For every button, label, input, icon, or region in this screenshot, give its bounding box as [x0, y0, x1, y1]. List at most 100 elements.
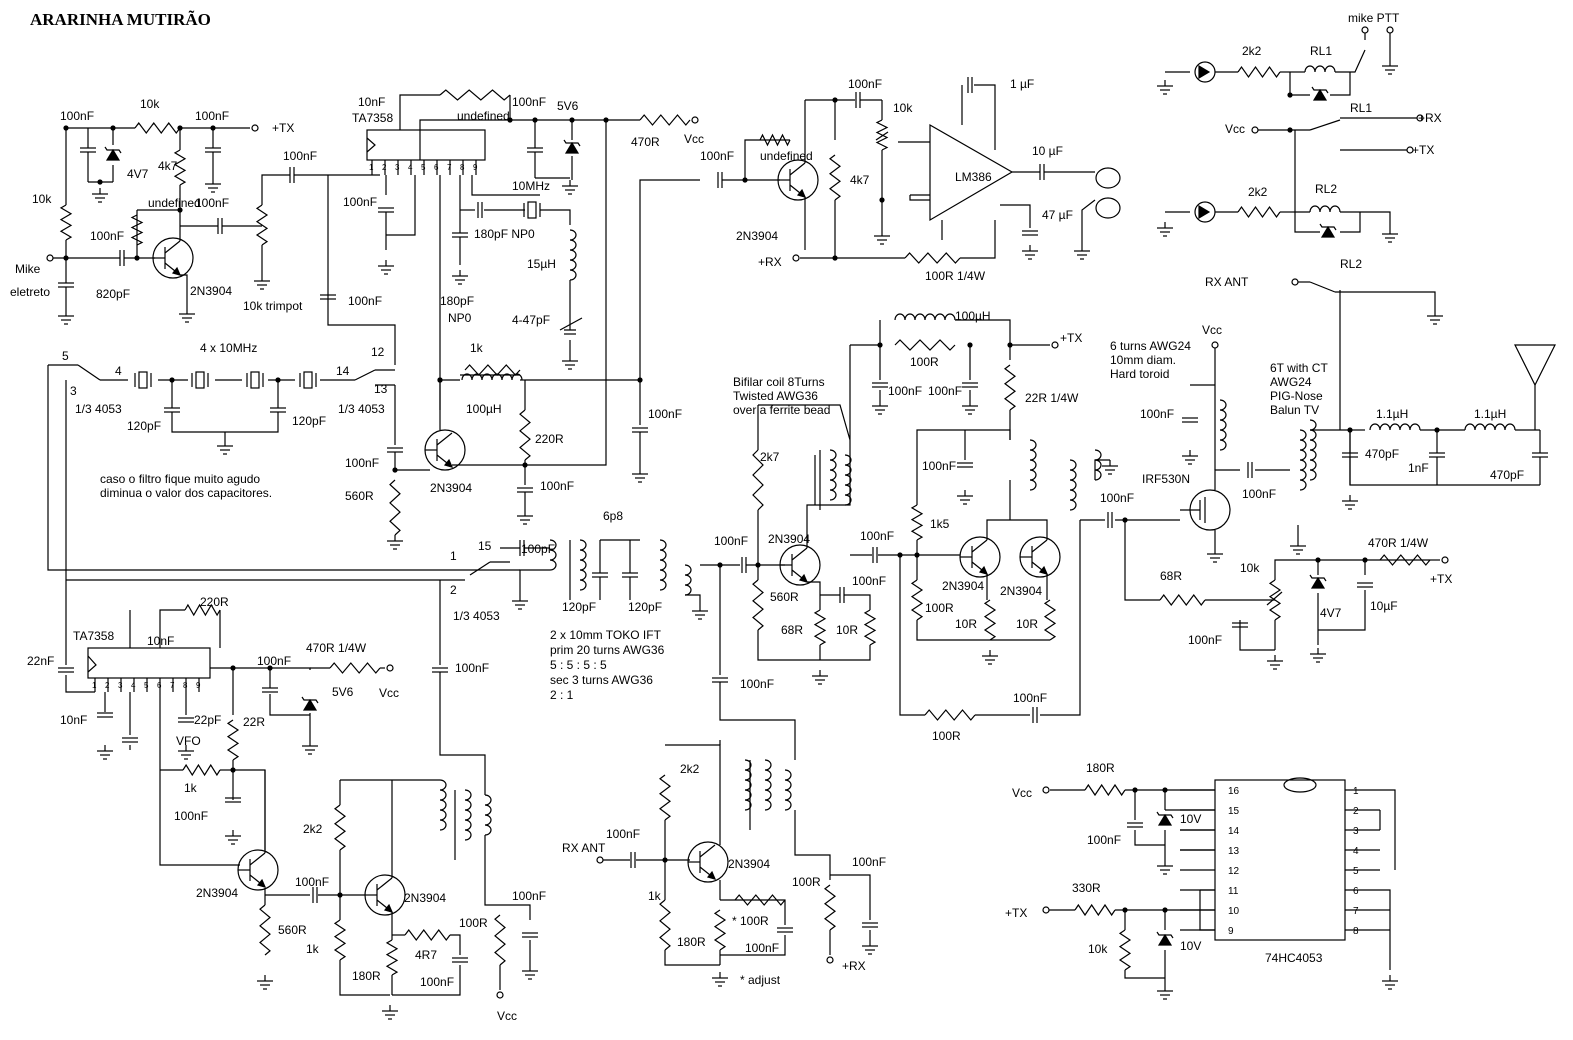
label-c100nF: 100nF — [295, 875, 329, 889]
junction-dot — [230, 665, 236, 671]
inductor — [744, 759, 752, 811]
junction-dot — [603, 117, 609, 123]
zener-diode — [104, 146, 122, 154]
junction-dot — [507, 117, 513, 123]
wire — [916, 429, 1011, 505]
trimmer-capacitor — [559, 317, 583, 331]
label-irf530n: IRF530N — [1142, 472, 1190, 486]
pin-number: 4 — [408, 163, 413, 172]
label-r2k2: 2k2 — [303, 822, 323, 836]
pin-number: 3 — [118, 681, 123, 690]
label-vcc: Vcc — [379, 686, 399, 700]
junction-dot — [914, 552, 920, 558]
label-r10k: 10k — [32, 192, 52, 206]
label-l100uH: 100µH — [466, 402, 502, 416]
inductor — [1219, 399, 1227, 451]
wire — [758, 345, 851, 441]
junction-dot — [897, 552, 903, 558]
terminal — [1416, 114, 1424, 122]
label-r470R: 470R — [631, 135, 660, 149]
zener-diode — [105, 148, 121, 161]
relay-contact — [1309, 119, 1341, 131]
ic-ta7358-notch — [366, 137, 376, 153]
wire — [519, 569, 550, 595]
label-trans: 2N3904 — [404, 891, 446, 905]
terminal — [1051, 341, 1059, 349]
label-r100k: undefined — [148, 196, 201, 210]
switch-4053 — [354, 369, 376, 381]
label-rl2: RL2 — [1315, 182, 1337, 196]
resistor — [1159, 594, 1206, 606]
resistor — [1379, 554, 1431, 566]
junction-dot — [63, 125, 69, 131]
label-r100k: undefined — [760, 149, 813, 163]
label-r100R: 100R — [792, 875, 821, 889]
wire — [899, 555, 925, 716]
label-r100R14: 100R 1/4W — [925, 269, 986, 283]
wire — [1000, 204, 1031, 228]
label-c47uF: 47 µF — [1042, 208, 1073, 222]
zener-diode — [301, 696, 319, 704]
junction-dot — [1434, 427, 1440, 433]
label-p14: 14 — [336, 364, 350, 378]
junction-dot — [63, 255, 69, 261]
pin-number: 1 — [369, 163, 374, 172]
junction-dot — [110, 125, 116, 131]
wire — [261, 174, 290, 205]
junction-dot — [1007, 342, 1013, 348]
label-r3K9: undefined — [457, 109, 510, 123]
label-xtal10: 10MHz — [512, 179, 550, 193]
zener-diode — [1320, 225, 1336, 238]
wire — [159, 770, 240, 866]
label-trimpot: 10k trimpot — [243, 299, 303, 313]
wire — [719, 682, 796, 760]
ic-74hc4053 — [1214, 779, 1346, 941]
terminal — [1406, 146, 1414, 154]
resistor — [813, 609, 827, 646]
label-tx: +TX — [1430, 572, 1452, 586]
label-r10R: 10R — [1016, 617, 1038, 631]
wire — [327, 175, 396, 365]
wire — [916, 620, 990, 641]
led — [1198, 204, 1211, 220]
pin-number: 7 — [170, 681, 175, 690]
wire — [471, 175, 540, 196]
wire — [1239, 620, 1275, 651]
resistor — [494, 914, 506, 966]
wire — [1335, 49, 1366, 73]
inductor — [569, 229, 577, 281]
transistor — [376, 877, 393, 891]
label-c1uF: 1 µF — [1010, 77, 1034, 91]
label-mike: Mike — [15, 262, 41, 276]
switch-4053 — [77, 364, 101, 381]
wire — [450, 934, 461, 955]
label-pins_right: 7 — [1353, 906, 1359, 917]
label-r220R: 220R — [200, 595, 229, 609]
resistor — [734, 894, 786, 906]
label-ta7358: TA7358 — [73, 629, 114, 643]
junction-dot — [169, 377, 175, 383]
label-rx: +RX — [842, 959, 866, 973]
label-c100nF: 100nF — [745, 941, 779, 955]
transistor — [796, 188, 807, 198]
label-trans: 2N3904 — [190, 284, 232, 298]
resistor — [1268, 579, 1282, 621]
label-pins_left: 11 — [1228, 886, 1239, 897]
resistor — [173, 149, 187, 186]
pin-number: 8 — [460, 163, 465, 172]
label-r2k2: 2k2 — [680, 762, 700, 776]
inductor — [439, 779, 447, 831]
junction-dot — [877, 342, 883, 348]
junctions — [63, 92, 1440, 913]
label-hc4053: 74HC4053 — [1265, 951, 1323, 965]
label-adjust: * adjust — [740, 973, 781, 987]
zener-diode — [302, 698, 318, 711]
label-r10R: 10R — [836, 623, 858, 637]
label-c100nF: 100nF — [174, 809, 208, 823]
pin-number: 5 — [144, 681, 149, 690]
inductor — [684, 564, 692, 596]
led — [1194, 61, 1216, 83]
label-p3: 3 — [70, 384, 77, 398]
resistor — [752, 579, 764, 631]
